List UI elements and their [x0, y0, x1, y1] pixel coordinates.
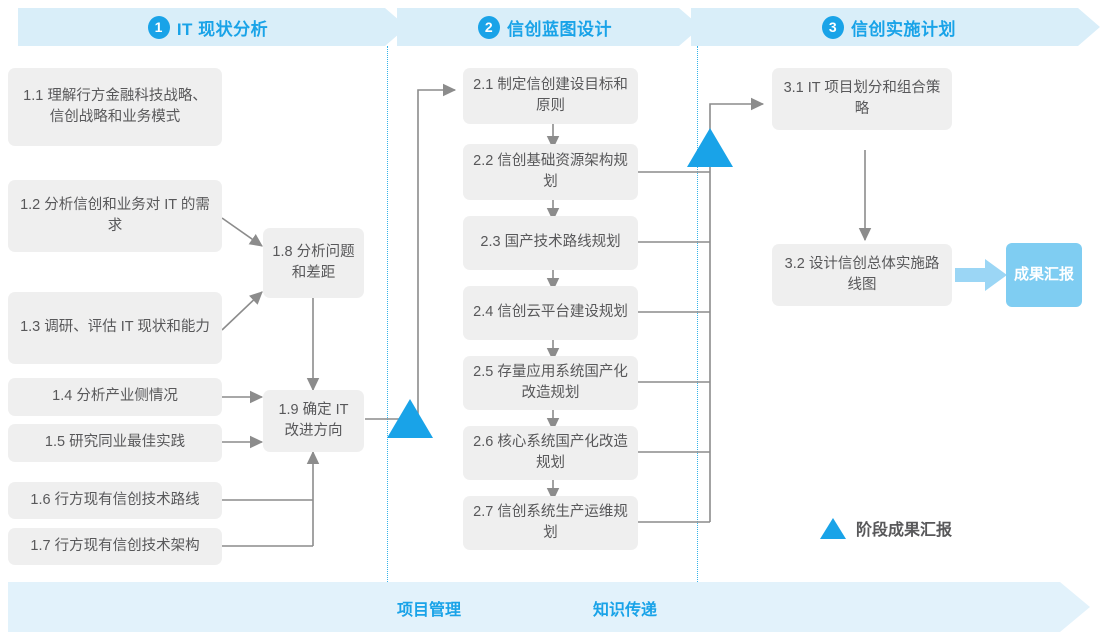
task-box-1-5[interactable]: 1.5 研究同业最佳实践 [8, 424, 222, 462]
task-label: 1.7 行方现有信创技术架构 [30, 537, 200, 554]
task-box-2-4[interactable]: 2.4 信创云平台建设规划 [463, 286, 638, 340]
phase-item-2[interactable]: 2 信创蓝图设计 [400, 8, 690, 46]
bottom-band-label-0: 项目管理 [397, 602, 462, 619]
phase-number-1: 1 [147, 15, 170, 39]
task-label: 2.1 制定信创建设目标和原则 [473, 76, 628, 114]
column-divider-left [387, 46, 388, 582]
bottom-band: 项目管理 知识传递 [0, 582, 1115, 632]
column-divider-right [697, 46, 698, 582]
milestone-triangles [387, 128, 733, 438]
phase-number-2: 2 [478, 15, 500, 39]
phase-label-3: 信创实施计划 [851, 19, 956, 39]
task-label: 3.1 IT 项目划分和组合策略 [783, 79, 941, 117]
task-box-1-7[interactable]: 1.7 行方现有信创技术架构 [8, 528, 222, 565]
phase-item-1[interactable]: 1 IT 现状分析 [18, 8, 398, 46]
task-box-2-2[interactable]: 2.2 信创基础资源架构规划 [463, 144, 638, 200]
task-box-2-5[interactable]: 2.5 存量应用系统国产化改造规划 [463, 356, 638, 410]
task-box-1-6[interactable]: 1.6 行方现有信创技术路线 [8, 482, 222, 519]
phase-label-2: 信创蓝图设计 [507, 19, 612, 39]
bottom-band-shape [8, 582, 1090, 632]
task-box-1-4[interactable]: 1.4 分析产业侧情况 [8, 378, 222, 416]
task-box-2-7[interactable]: 2.7 信创系统生产运维规划 [463, 496, 638, 550]
phase-number-3: 3 [822, 15, 844, 39]
task-label: 3.2 设计信创总体实施路线图 [784, 255, 940, 293]
task-box-3-1[interactable]: 3.1 IT 项目划分和组合策略 [772, 68, 952, 130]
task-label: 2.3 国产技术路线规划 [480, 234, 621, 251]
deliverable-box[interactable]: 成果汇报 [1006, 243, 1082, 307]
task-label: 1.1 理解行方金融科技战略、信创战略和业务模式 [23, 87, 207, 125]
bottom-band-label-1: 知识传递 [593, 602, 658, 619]
phase-item-3[interactable]: 3 信创实施计划 [694, 8, 1084, 46]
task-box-2-1[interactable]: 2.1 制定信创建设目标和原则 [463, 68, 638, 124]
legend-label: 阶段成果汇报 [856, 522, 953, 539]
task-label: 2.4 信创云平台建设规划 [473, 304, 628, 321]
task-box-1-3[interactable]: 1.3 调研、评估 IT 现状和能力 [8, 292, 222, 364]
task-label: 1.3 调研、评估 IT 现状和能力 [20, 319, 210, 336]
deliverable-label: 成果汇报 [1013, 265, 1074, 283]
phase-banner: 1 IT 现状分析 2 信创蓝图设计 3 信创实施计划 [0, 8, 1115, 46]
task-label: 1.9 确定 IT 改进方向 [278, 401, 349, 439]
task-label: 2.2 信创基础资源架构规划 [473, 152, 628, 190]
task-box-1-9[interactable]: 1.9 确定 IT 改进方向 [263, 390, 364, 452]
task-box-3-2[interactable]: 3.2 设计信创总体实施路线图 [772, 244, 952, 306]
task-label: 1.6 行方现有信创技术路线 [30, 491, 200, 508]
task-box-2-6[interactable]: 2.6 核心系统国产化改造规划 [463, 426, 638, 480]
triangle-marker-icon [820, 517, 846, 539]
deliverable-arrow [955, 259, 1007, 291]
legend: 阶段成果汇报 [820, 516, 952, 540]
phase-banner-shapes [18, 8, 1100, 46]
task-label: 2.5 存量应用系统国产化改造规划 [473, 363, 628, 401]
task-label: 1.4 分析产业侧情况 [52, 388, 178, 405]
phase-label-1: IT 现状分析 [176, 19, 269, 39]
task-label: 1.8 分析问题和差距 [272, 243, 355, 281]
task-box-1-1[interactable]: 1.1 理解行方金融科技战略、信创战略和业务模式 [8, 68, 222, 146]
task-box-1-8[interactable]: 1.8 分析问题和差距 [263, 228, 364, 298]
task-label: 1.5 研究同业最佳实践 [44, 434, 186, 451]
task-label: 1.2 分析信创和业务对 IT 的需求 [20, 196, 210, 234]
task-box-1-2[interactable]: 1.2 分析信创和业务对 IT 的需求 [8, 180, 222, 252]
task-label: 2.6 核心系统国产化改造规划 [473, 433, 628, 471]
task-label: 2.7 信创系统生产运维规划 [473, 503, 628, 541]
task-box-2-3[interactable]: 2.3 国产技术路线规划 [463, 216, 638, 270]
